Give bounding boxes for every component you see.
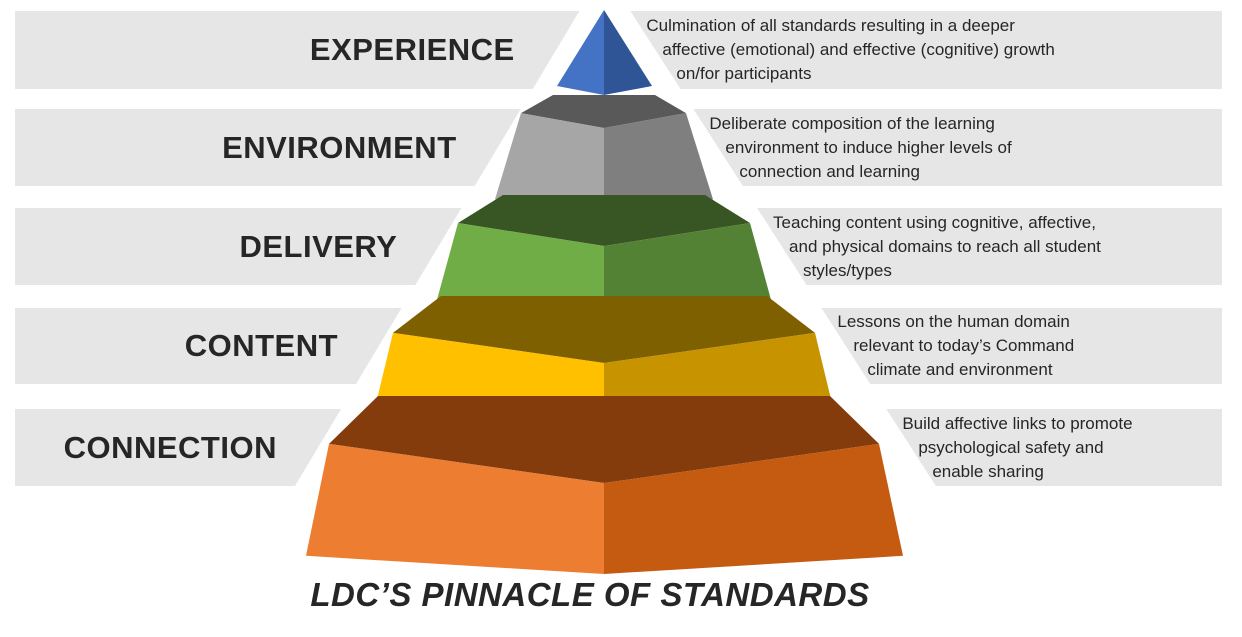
description-line: psychological safety and (918, 437, 1104, 457)
level-description-environment: Deliberate composition of the learning en… (709, 109, 1011, 186)
tier-environment-top-face (521, 95, 686, 128)
description-line: connection and learning (739, 161, 920, 181)
level-label-content: CONTENT (184, 328, 339, 363)
level-description-delivery: Teaching content using cognitive, affect… (773, 208, 1101, 285)
description-line: Lessons on the human domain (837, 312, 1070, 331)
description-line: styles/types (803, 260, 892, 280)
level-label-environment: ENVIRONMENT (222, 129, 457, 165)
level-label-connection: CONNECTION (63, 429, 277, 465)
description-line: Teaching content using cognitive, affect… (773, 212, 1096, 232)
tier-content-top-face (393, 296, 815, 363)
description-line: and physical domains to reach all studen… (789, 236, 1101, 256)
description-line: Build affective links to promote (902, 413, 1133, 433)
diagram-title: LDC’S PINNACLE OF STANDARDS (310, 576, 870, 613)
level-description-connection: Build affective links to promote psycholo… (902, 409, 1132, 486)
tier-delivery-top-face (458, 195, 750, 246)
description-line: Culmination of all standards resulting i… (646, 16, 1015, 35)
description-line: climate and environment (867, 360, 1053, 379)
level-label-delivery: DELIVERY (239, 228, 398, 264)
description-line: enable sharing (932, 461, 1044, 481)
tier-connection-top-face (329, 396, 879, 483)
description-line: relevant to today’s Command (853, 336, 1075, 355)
description-line: affective (emotional) and effective (cog… (662, 40, 1055, 59)
description-line: on/for participants (676, 64, 812, 83)
tier-connection-left-face (306, 443, 604, 574)
description-line: Deliberate composition of the learning (709, 113, 995, 133)
description-line: environment to induce higher levels of (725, 137, 1012, 157)
tier-connection-right-face (604, 443, 903, 574)
level-label-experience: EXPERIENCE (309, 32, 515, 67)
level-description-content: Lessons on the human domain relevant to t… (837, 308, 1074, 384)
tier-environment-left-face (495, 113, 604, 217)
level-description-experience: Culmination of all standards resulting i… (646, 11, 1054, 89)
tier-experience-left-face (557, 10, 604, 95)
tier-experience-right-face (604, 10, 652, 95)
tier-environment-right-face (604, 113, 713, 217)
